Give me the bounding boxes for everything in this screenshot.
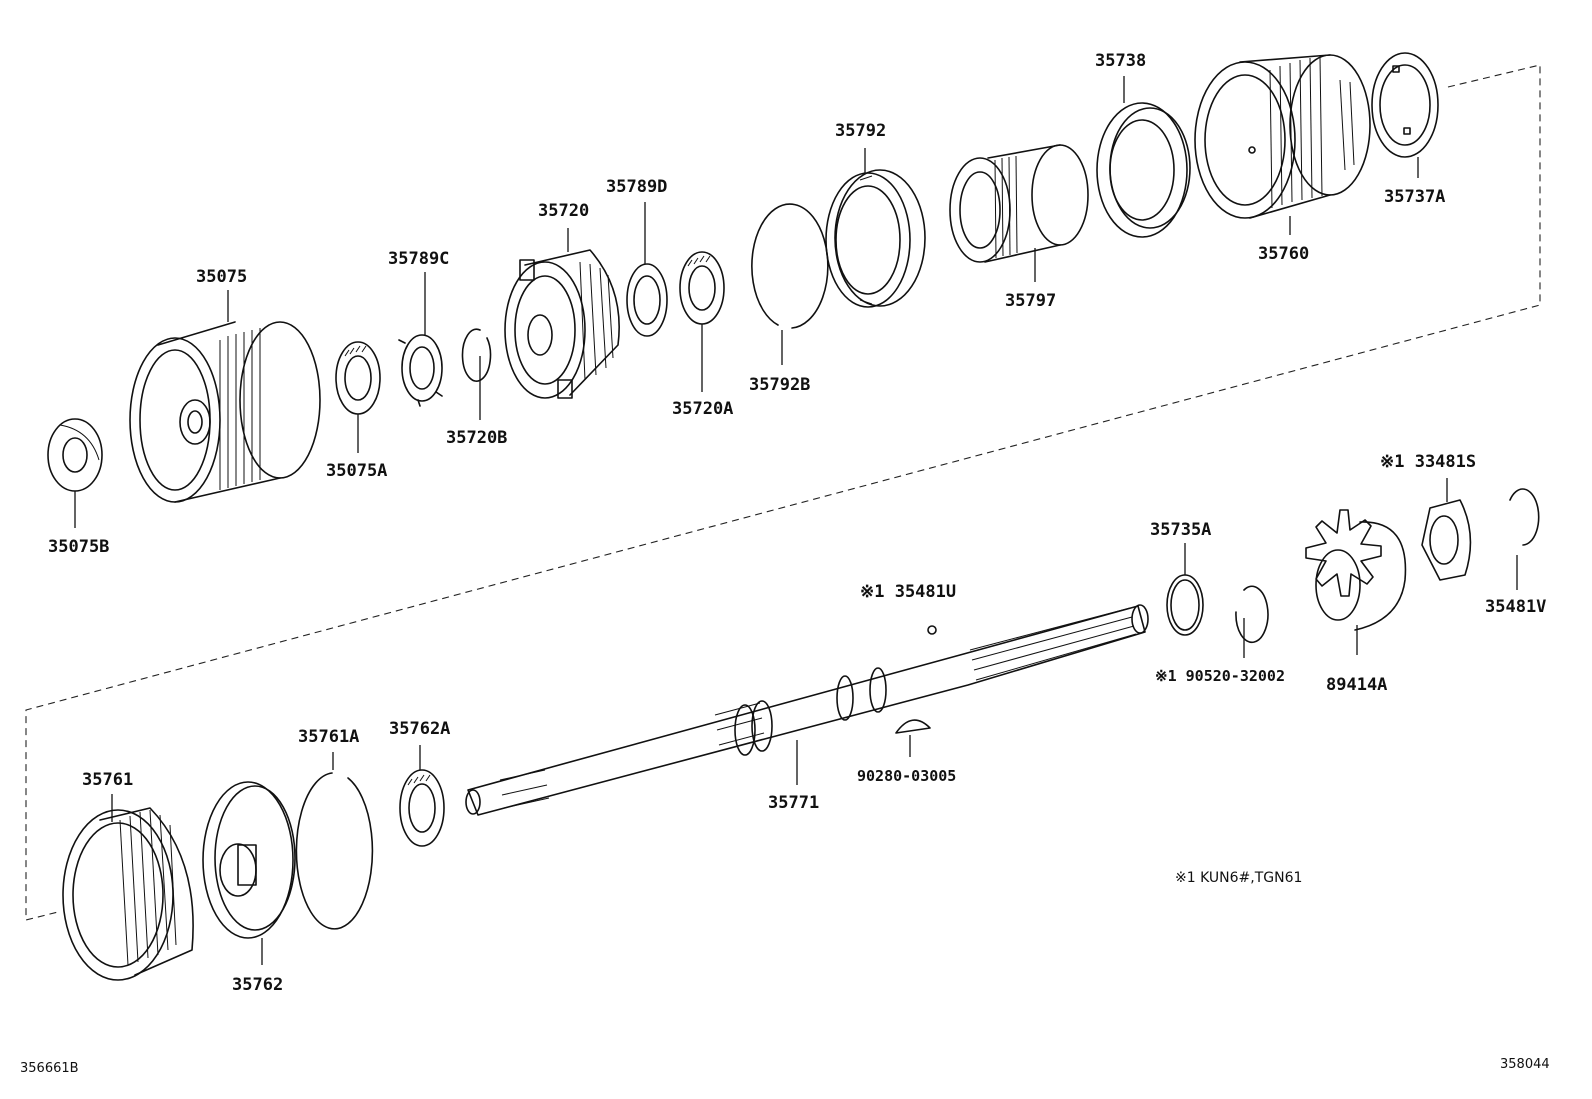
part-35760-ring-gear[interactable] (1194, 54, 1371, 219)
part-35771-shaft[interactable] (465, 604, 1149, 816)
part-35797-hub[interactable] (949, 144, 1089, 263)
label-89414a[interactable]: 89414A (1326, 675, 1387, 695)
label-35481u[interactable]: ※1 35481U (860, 582, 956, 602)
part-33481s-nut[interactable] (1421, 499, 1472, 581)
part-35481v-snap-ring[interactable] (1509, 488, 1540, 546)
part-90520-snap-ring[interactable] (1235, 585, 1269, 644)
label-35771[interactable]: 35771 (768, 793, 819, 813)
part-35735a-ring[interactable] (1166, 574, 1204, 636)
part-35792b-snap-ring[interactable] (751, 203, 829, 329)
label-35075a[interactable]: 35075A (326, 461, 387, 481)
part-35737a-washer[interactable] (1371, 52, 1439, 158)
corner-code-left: 356661B (20, 1061, 79, 1076)
label-35762[interactable]: 35762 (232, 975, 283, 995)
label-90520[interactable]: ※1 90520-32002 (1155, 667, 1285, 685)
part-35761a-snap-ring[interactable] (295, 772, 374, 930)
label-35792b[interactable]: 35792B (749, 375, 810, 395)
part-35789d-washer[interactable] (626, 263, 668, 337)
part-35762a-bearing[interactable] (399, 769, 445, 847)
part-35075-drum[interactable] (129, 321, 321, 503)
label-35735a[interactable]: 35735A (1150, 520, 1211, 540)
part-35762-plate[interactable] (202, 781, 296, 939)
part-35792-bearing[interactable] (825, 169, 926, 308)
label-35720[interactable]: 35720 (538, 201, 589, 221)
part-35481u-ball[interactable] (927, 625, 937, 635)
label-35738[interactable]: 35738 (1095, 51, 1146, 71)
part-90280-key[interactable] (895, 719, 931, 734)
part-35720b-snap-ring[interactable] (461, 328, 492, 382)
label-35789d[interactable]: 35789D (606, 177, 667, 197)
label-35792[interactable]: 35792 (835, 121, 886, 141)
label-35075[interactable]: 35075 (196, 267, 247, 287)
label-35789c[interactable]: 35789C (388, 249, 449, 269)
label-35761a[interactable]: 35761A (298, 727, 359, 747)
label-35481v[interactable]: 35481V (1485, 597, 1546, 617)
leader-lines (74, 76, 1518, 965)
part-35075b-washer[interactable] (47, 418, 103, 492)
corner-code-right: 358044 (1500, 1057, 1550, 1072)
part-labels: 35075B 35075 35075A 35789C 35720B 35720 … (48, 51, 1546, 995)
label-35075b[interactable]: 35075B (48, 537, 109, 557)
part-89414a-rotor[interactable] (1305, 509, 1407, 631)
part-35720-carrier[interactable] (504, 249, 620, 399)
footnote: ※1 KUN6#,TGN61 (1175, 870, 1302, 886)
assembly-dashed-outline (25, 64, 1541, 921)
label-35761[interactable]: 35761 (82, 770, 133, 790)
label-35760[interactable]: 35760 (1258, 244, 1309, 264)
label-90280[interactable]: 90280-03005 (857, 767, 956, 785)
label-33481s[interactable]: ※1 33481S (1380, 452, 1476, 472)
label-35797[interactable]: 35797 (1005, 291, 1056, 311)
part-35720a-bearing[interactable] (679, 251, 725, 325)
label-35720a[interactable]: 35720A (672, 399, 733, 419)
label-35762a[interactable]: 35762A (389, 719, 450, 739)
label-35737a[interactable]: 35737A (1384, 187, 1445, 207)
part-35789c-washer[interactable] (398, 334, 443, 407)
part-35761-drum[interactable] (62, 807, 194, 981)
label-35720b[interactable]: 35720B (446, 428, 507, 448)
part-35075a-bearing[interactable] (335, 341, 381, 415)
part-35738-ring[interactable] (1096, 102, 1191, 238)
